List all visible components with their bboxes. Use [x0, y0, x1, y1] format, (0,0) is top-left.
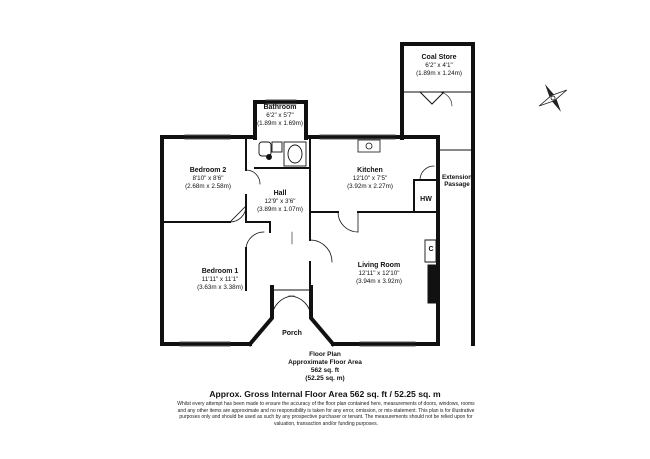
- caption-line-1: Floor Plan: [309, 351, 341, 358]
- disclaimer-text: Whilst every attempt has been made to en…: [177, 401, 475, 427]
- room-dims-metric: (3.63m x 3.38m): [197, 283, 243, 291]
- kitchen-sink: [357, 139, 381, 153]
- bathroom-fixtures: [258, 141, 307, 167]
- room-dims-imperial: 8'10" x 8'6": [192, 175, 224, 183]
- room-name: Bathroom: [263, 104, 297, 111]
- room-dims-metric: (2.68m x 2.58m): [185, 182, 231, 190]
- room-dims-imperial: 12'10" x 7'5": [352, 175, 388, 183]
- doors: [229, 91, 453, 319]
- room-name-line1: Extension: [441, 174, 473, 181]
- windows: [179, 99, 416, 347]
- cupboard-text: C: [428, 246, 434, 253]
- room-label-coal-store: Coal Store 6'2" x 4'1" (1.89m x 1.24m): [403, 54, 475, 77]
- room-dims-metric: (3.89m x 1.07m): [257, 205, 303, 213]
- room-name-line2: Passage: [444, 181, 470, 189]
- label-cupboard: C: [424, 246, 438, 254]
- room-dims-imperial: 12'11" x 12'10": [358, 270, 400, 278]
- room-label-bathroom: Bathroom 6'2" x 5'7" (1.89m x 1.69m): [240, 104, 320, 127]
- room-label-extension-passage: Extension Passage: [440, 174, 474, 189]
- gross-area-heading: Approx. Gross Internal Floor Area 562 sq…: [209, 389, 441, 399]
- label-hot-water: HW: [414, 196, 438, 204]
- room-name: Bedroom 1: [201, 268, 239, 275]
- room-name: Porch: [282, 330, 302, 337]
- compass-icon: [538, 84, 568, 112]
- caption-line-2: Approximate Floor Area: [288, 359, 362, 367]
- room-name: Hall: [273, 190, 287, 197]
- room-label-hall: Hall 12'9" x 3'6" (3.89m x 1.07m): [240, 190, 320, 213]
- inner-walls: [161, 136, 474, 291]
- room-dims-metric: (3.94m x 3.92m): [356, 277, 402, 285]
- caption-line-3: 562 sq. ft: [310, 367, 340, 375]
- room-dims-imperial: 6'2" x 4'1": [425, 62, 453, 70]
- room-dims-imperial: 6'2" x 5'7": [266, 112, 294, 120]
- room-name: Kitchen: [357, 167, 383, 174]
- floor-plan-caption: Floor Plan Approximate Floor Area 562 sq…: [240, 351, 410, 384]
- hw-text: HW: [420, 196, 432, 203]
- room-dims-imperial: 12'9" x 3'6": [264, 198, 296, 206]
- room-label-living-room: Living Room 12'11" x 12'10" (3.94m x 3.9…: [334, 262, 424, 285]
- room-dims-metric: (1.89m x 1.69m): [257, 119, 303, 127]
- room-dims-metric: (3.92m x 2.27m): [347, 182, 393, 190]
- cupboard-c: [424, 239, 437, 263]
- room-dims-metric: (1.89m x 1.24m): [416, 69, 462, 77]
- room-dims-imperial: 11'11" x 11'1": [201, 276, 239, 284]
- room-label-porch: Porch: [270, 330, 314, 338]
- room-label-bedroom-1: Bedroom 1 11'11" x 11'1" (3.63m x 3.38m): [180, 268, 260, 291]
- coal-store-door: [419, 91, 453, 105]
- room-label-bedroom-2: Bedroom 2 8'10" x 8'6" (2.68m x 2.58m): [168, 167, 248, 190]
- outer-walls: [160, 42, 475, 347]
- room-name: Coal Store: [421, 54, 457, 61]
- room-name: Living Room: [357, 262, 401, 269]
- room-label-kitchen: Kitchen 12'10" x 7'5" (3.92m x 2.27m): [325, 167, 415, 190]
- room-name: Bedroom 2: [189, 167, 227, 174]
- caption-line-4: (52.25 sq. m): [305, 375, 345, 383]
- fireplace: [427, 264, 438, 304]
